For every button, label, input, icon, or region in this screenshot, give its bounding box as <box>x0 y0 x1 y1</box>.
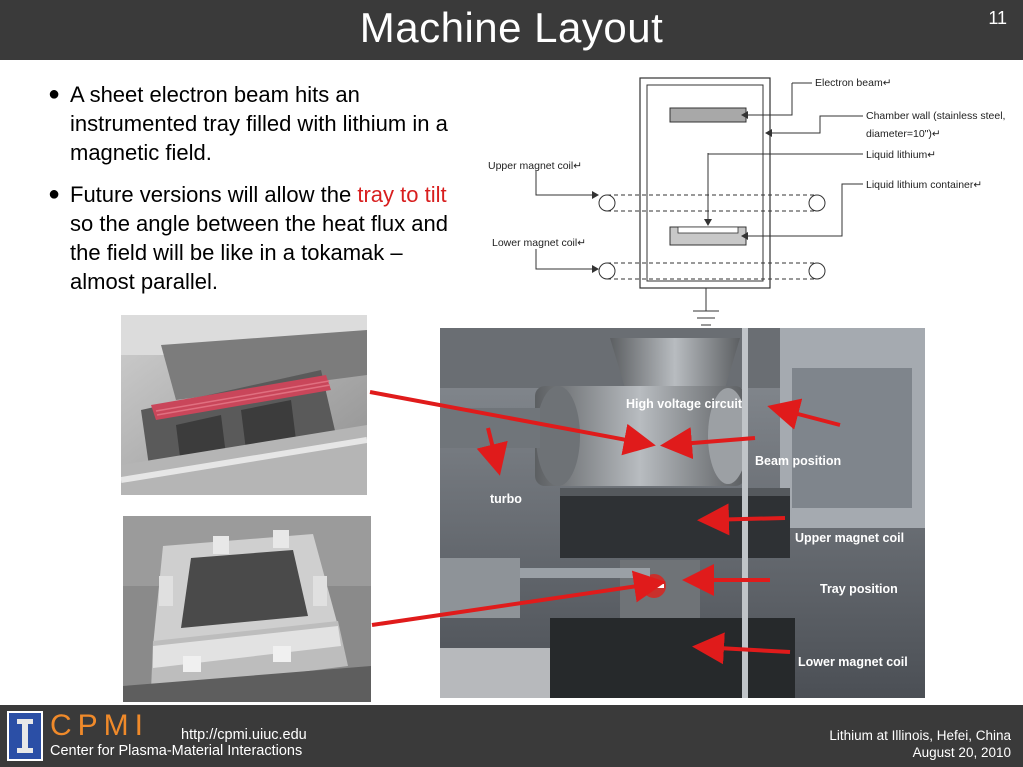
photo-machine-svg: High voltage circuit Beam position turbo… <box>440 328 925 698</box>
label-liquid-lithium: Liquid lithium↵ <box>866 149 936 161</box>
schematic-diagram: Electron beam↵ Chamber wall (stainless s… <box>480 63 1023 338</box>
photo-machine-assembly: High voltage circuit Beam position turbo… <box>440 328 925 698</box>
schematic-svg: Electron beam↵ Chamber wall (stainless s… <box>488 77 1005 326</box>
bullet-item: ● A sheet electron beam hits an instrume… <box>48 80 460 167</box>
chamber-inner-wall <box>646 84 764 282</box>
photo-label-beam-position: Beam position <box>755 454 841 468</box>
photo-label-turbo: turbo <box>490 492 522 506</box>
photo-lithium-tray-svg <box>123 516 371 702</box>
bullet-dot-icon: ● <box>48 183 61 205</box>
photo-beam-grid <box>121 315 367 495</box>
photo-beam-grid-svg <box>121 315 367 495</box>
bullet-list: ● A sheet electron beam hits an instrume… <box>48 80 460 309</box>
leader-arrow-icon <box>592 191 599 199</box>
conference-name: Lithium at Illinois, Hefei, China <box>829 728 1011 743</box>
conference-date: August 20, 2010 <box>912 745 1011 760</box>
photo-label-upper-magnet-coil: Upper magnet coil <box>795 531 904 545</box>
label-chamber-wall-2: diameter=10")↵ <box>866 128 941 140</box>
leader-electron-beam <box>748 83 793 116</box>
bullet-highlight: tray to tilt <box>357 182 447 207</box>
org-url: http://cpmi.uiuc.edu <box>181 727 307 743</box>
label-upper-magnet-coil: Upper magnet coil↵ <box>488 160 582 172</box>
conference-info: Lithium at Illinois, Hefei, China August… <box>829 727 1011 761</box>
leader-arrow-icon <box>765 129 772 137</box>
electron-beam-source <box>669 107 747 123</box>
label-electron-beam: Electron beam↵ <box>815 77 892 89</box>
bullet-text-after: so the angle between the heat flux and t… <box>70 211 448 294</box>
page-number: 11 <box>988 8 1007 28</box>
illinois-i-icon <box>17 719 33 753</box>
liquid-lithium-pool <box>677 226 739 234</box>
slide-title: Machine Layout <box>359 4 664 51</box>
bullet-text: A sheet electron beam hits an instrument… <box>70 82 448 165</box>
upper-coil-right-icon <box>808 194 826 212</box>
label-lower-magnet-coil: Lower magnet coil↵ <box>492 237 586 249</box>
bullet-text-before: Future versions will allow the <box>70 182 358 207</box>
upper-coil-left-icon <box>598 194 616 212</box>
chamber-outer-wall <box>639 77 771 289</box>
bullet-dot-icon: ● <box>48 83 61 105</box>
photo-label-lower-magnet-coil: Lower magnet coil <box>798 655 908 669</box>
beam-arrow-icon <box>704 219 712 226</box>
leader-arrow-icon <box>592 265 599 273</box>
org-abbreviation: CPMI <box>50 709 149 742</box>
leader-arrow-icon <box>741 111 748 119</box>
footer-bar: CPMI http://cpmi.uiuc.edu Center for Pla… <box>0 705 1023 767</box>
label-lithium-container: Liquid lithium container↵ <box>866 179 982 191</box>
leader-upper-coil <box>535 171 592 196</box>
bullet-item: ● Future versions will allow the tray to… <box>48 180 460 296</box>
leader-chamber-wall <box>772 115 863 134</box>
lower-coil-right-icon <box>808 262 826 280</box>
photo-label-high-voltage-circuit: High voltage circuit <box>626 397 743 411</box>
lower-coil-left-icon <box>598 262 616 280</box>
illinois-logo <box>7 711 43 761</box>
org-name: Center for Plasma-Material Interactions <box>50 743 303 759</box>
photo-lithium-tray <box>123 516 371 702</box>
label-chamber-wall-1: Chamber wall (stainless steel, <box>866 110 1005 122</box>
leader-arrow-icon <box>741 232 748 240</box>
title-bar: Machine Layout 11 <box>0 0 1023 60</box>
leader-lower-coil <box>535 249 592 270</box>
photo-label-tray-position: Tray position <box>820 582 898 596</box>
leader-container <box>748 183 863 237</box>
